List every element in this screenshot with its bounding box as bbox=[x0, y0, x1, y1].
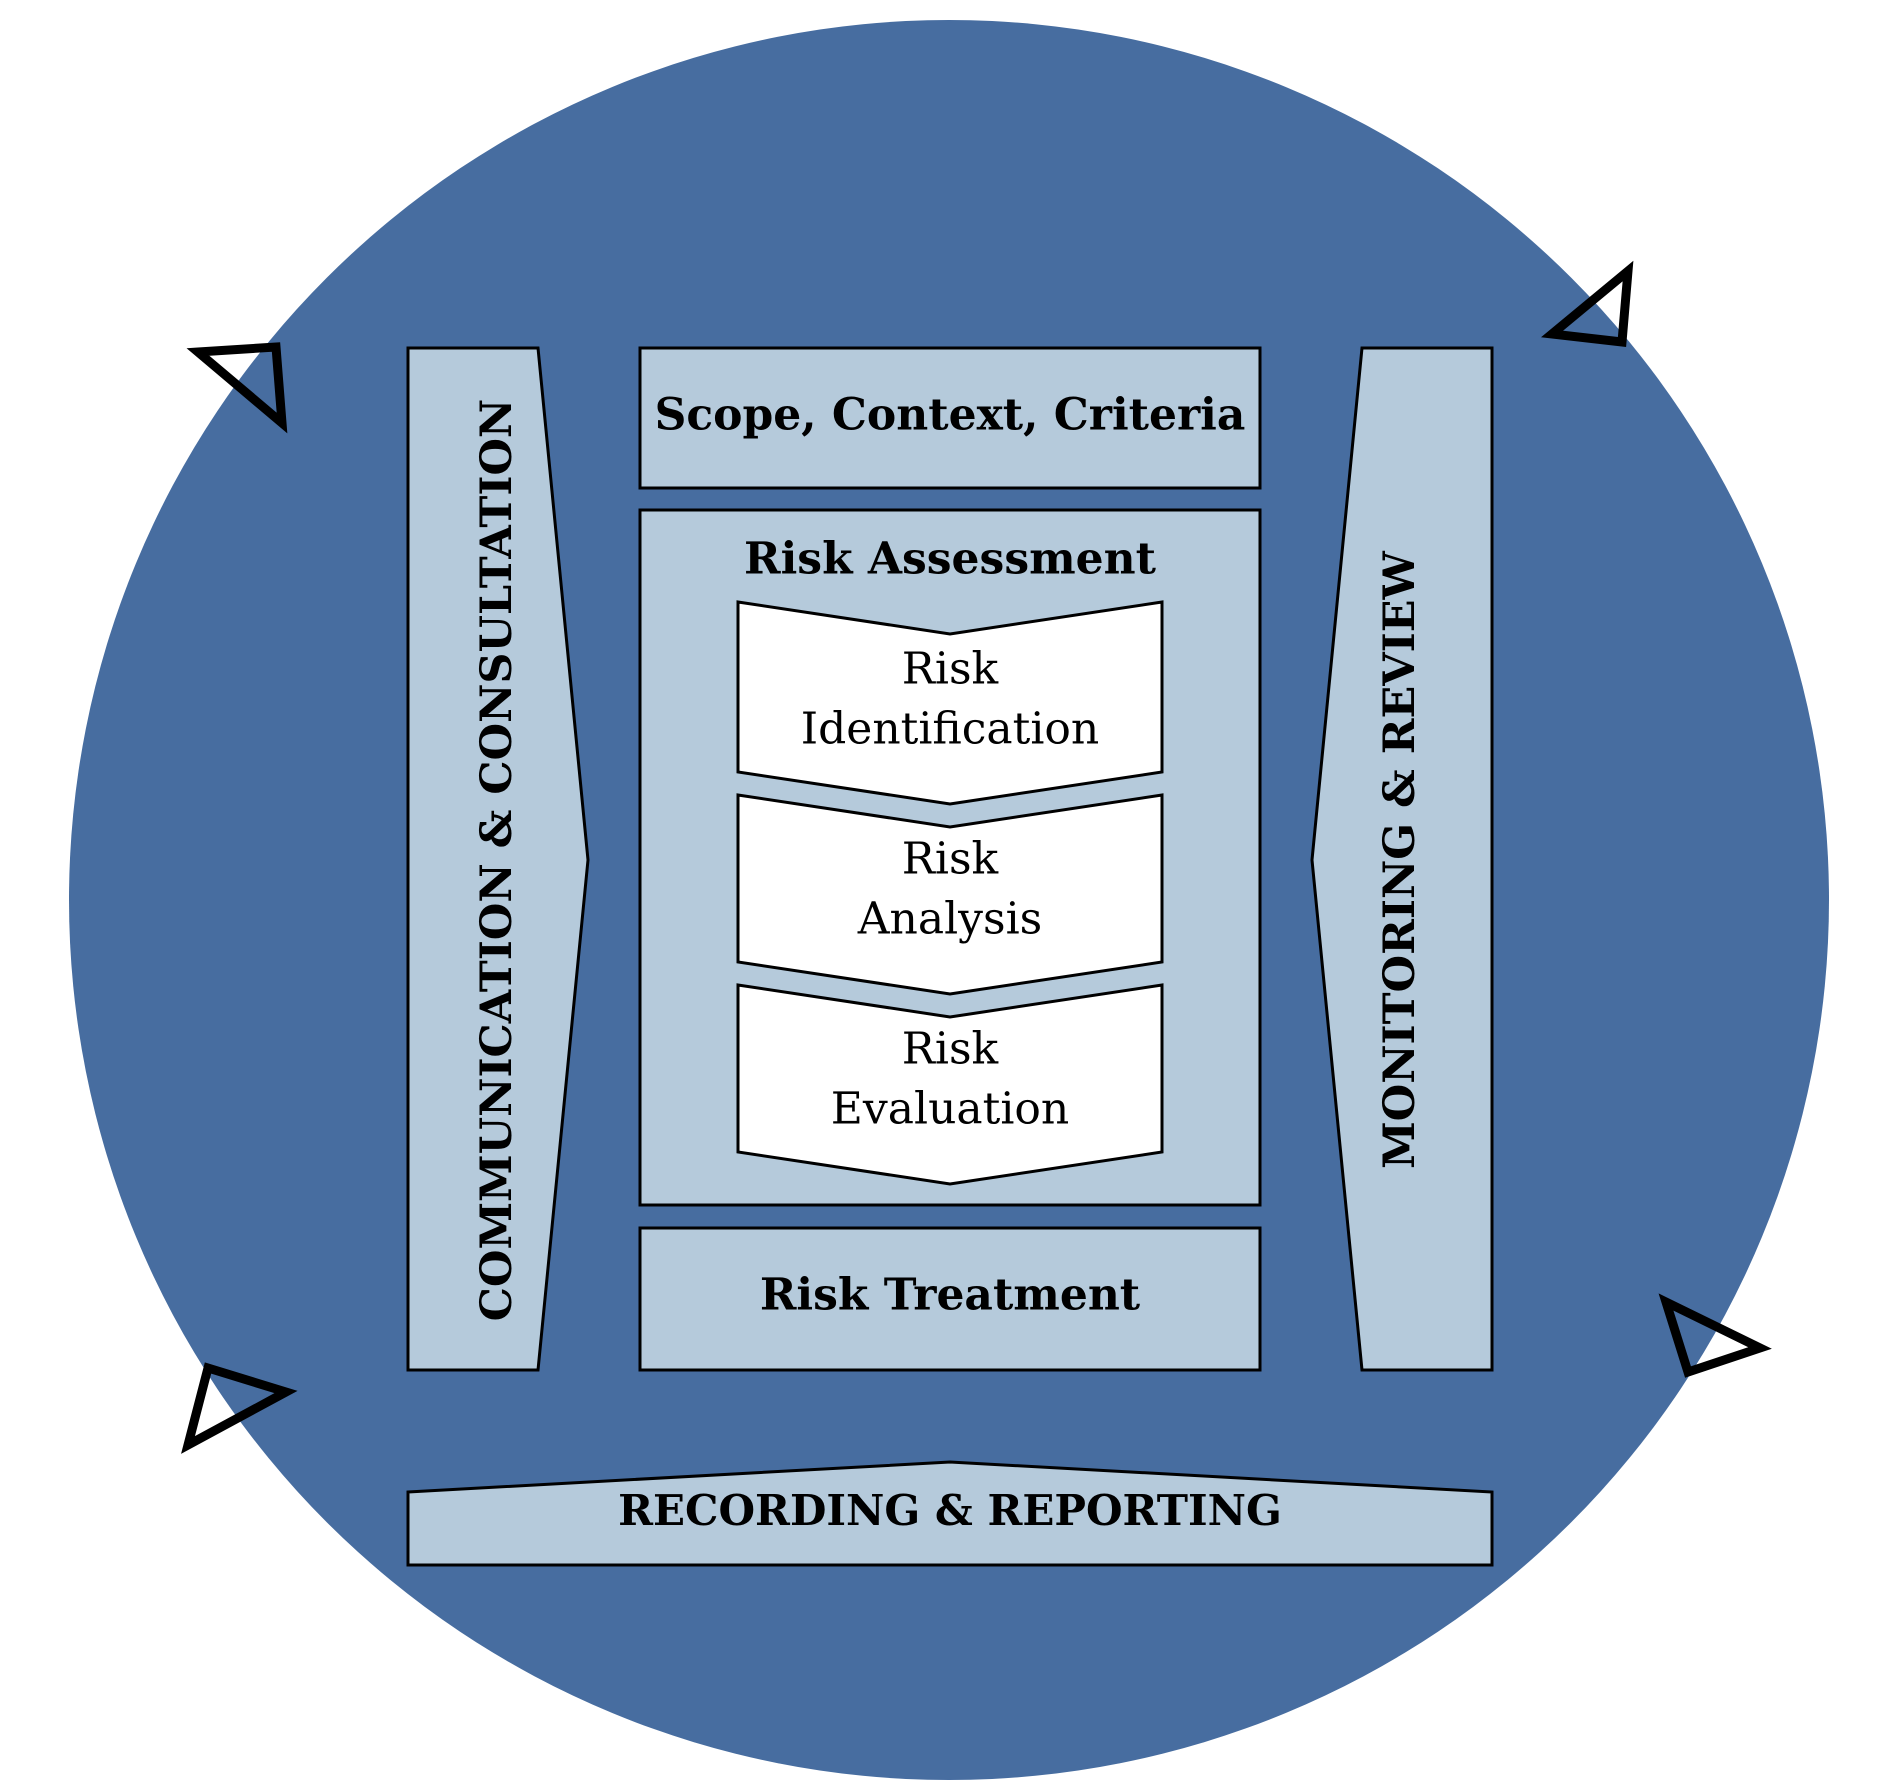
risk-analysis-chevron bbox=[736, 793, 1164, 996]
cycle-arrow-bottom-right-icon bbox=[1658, 1293, 1772, 1378]
risk-analysis-line2: Analysis bbox=[857, 894, 1043, 945]
risk-treatment-box bbox=[638, 1226, 1262, 1372]
risk-identification-chevron bbox=[736, 600, 1164, 806]
risk-analysis-line1: Risk bbox=[902, 834, 999, 885]
cycle-arrow-top-right-icon bbox=[1541, 260, 1634, 347]
cycle-arrow-top-left-icon bbox=[186, 342, 288, 434]
risk-identification-line1: Risk bbox=[902, 644, 999, 695]
risk-evaluation-line2: Evaluation bbox=[831, 1084, 1069, 1135]
recording-reporting-panel bbox=[406, 1460, 1494, 1567]
risk-identification-line2: Identification bbox=[801, 704, 1099, 755]
communication-consultation-label: COMMUNICATION & CONSULTATION bbox=[472, 399, 522, 1321]
risk-evaluation-chevron bbox=[736, 983, 1164, 1186]
monitoring-review-label: MONITORING & REVIEW bbox=[1375, 550, 1425, 1168]
risk-assessment-title: Risk Assessment bbox=[744, 534, 1157, 585]
monitoring-review-panel bbox=[1310, 346, 1494, 1372]
cycle-arrow-bottom-left-icon bbox=[181, 1362, 298, 1454]
communication-consultation-panel bbox=[406, 346, 590, 1372]
risk-evaluation-line1: Risk bbox=[902, 1024, 999, 1075]
recording-reporting-label: RECORDING & REPORTING bbox=[618, 1486, 1282, 1535]
scope-context-criteria-box bbox=[638, 346, 1262, 490]
risk-treatment-label: Risk Treatment bbox=[760, 1270, 1141, 1321]
scope-context-criteria-label: Scope, Context, Criteria bbox=[655, 390, 1246, 441]
